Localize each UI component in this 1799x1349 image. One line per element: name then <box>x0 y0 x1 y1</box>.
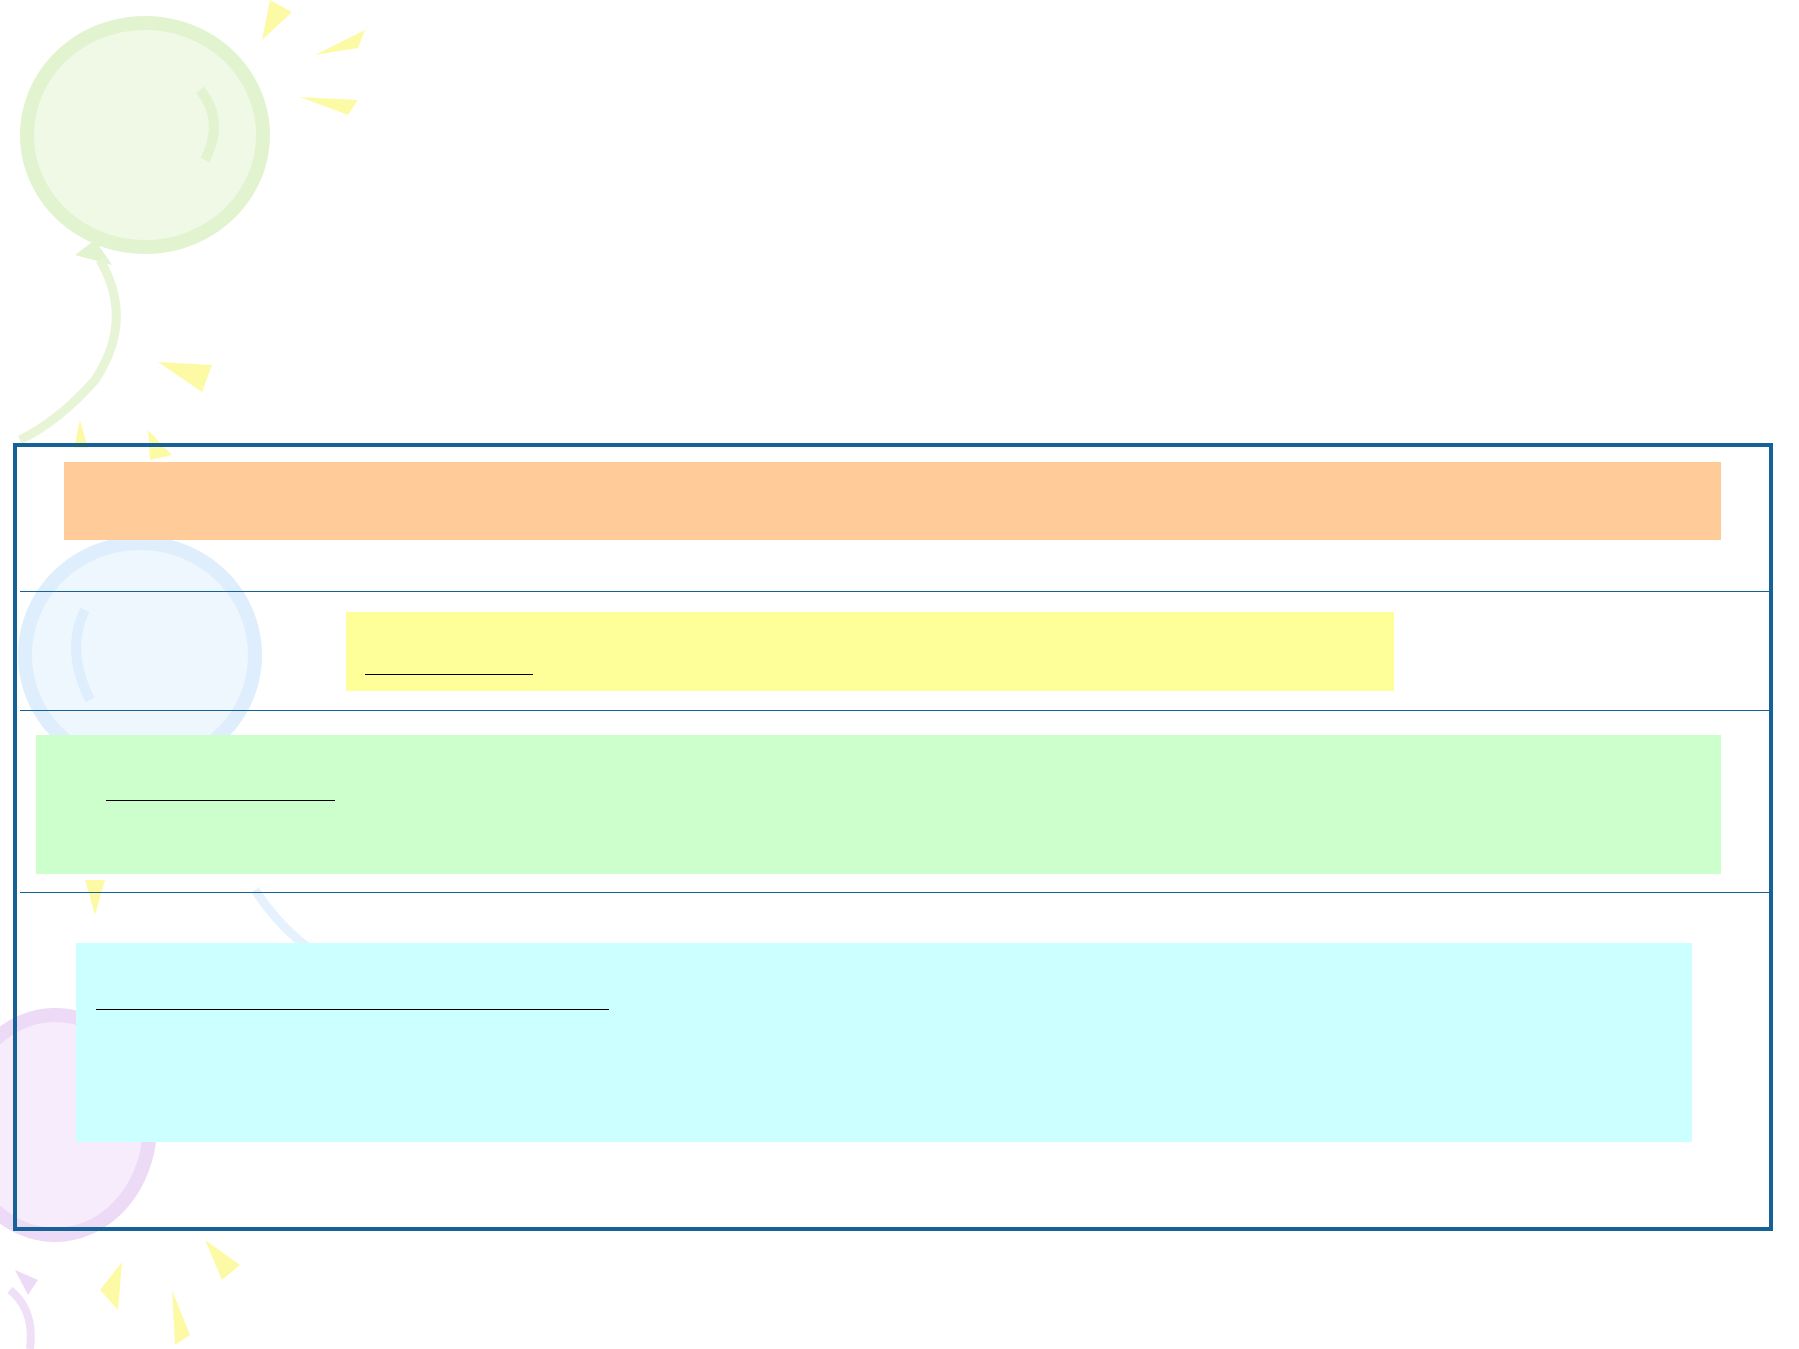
green-box <box>36 735 1721 874</box>
cyan-box <box>76 943 1692 1142</box>
orange-box <box>64 462 1721 540</box>
purple-balloon-knot-icon <box>15 1270 38 1295</box>
fill-in-blank[interactable] <box>365 674 533 675</box>
content-frame <box>13 443 1773 1231</box>
sparkle-icon <box>100 1262 122 1310</box>
section-divider <box>20 710 1770 711</box>
sparkle-icon <box>205 1240 240 1280</box>
purple-balloon-string-icon <box>7 1286 35 1349</box>
fill-in-blank[interactable] <box>96 1009 609 1010</box>
blue-balloon-highlight-icon <box>71 607 95 703</box>
section-divider <box>20 591 1770 592</box>
green-balloon-highlight-icon <box>196 86 219 163</box>
sparkle-icon <box>315 30 365 55</box>
sparkle-icon <box>74 420 88 448</box>
section-divider <box>20 892 1770 893</box>
sparkle-icon <box>300 97 358 115</box>
sparkle-icon <box>85 880 105 915</box>
green-balloon-icon <box>20 16 270 254</box>
fill-in-blank[interactable] <box>106 800 335 801</box>
green-balloon-string-icon <box>17 257 121 445</box>
sparkle-icon <box>262 0 292 40</box>
sparkle-icon <box>158 362 212 392</box>
yellow-box <box>346 612 1394 691</box>
sparkle-icon <box>172 1290 190 1345</box>
